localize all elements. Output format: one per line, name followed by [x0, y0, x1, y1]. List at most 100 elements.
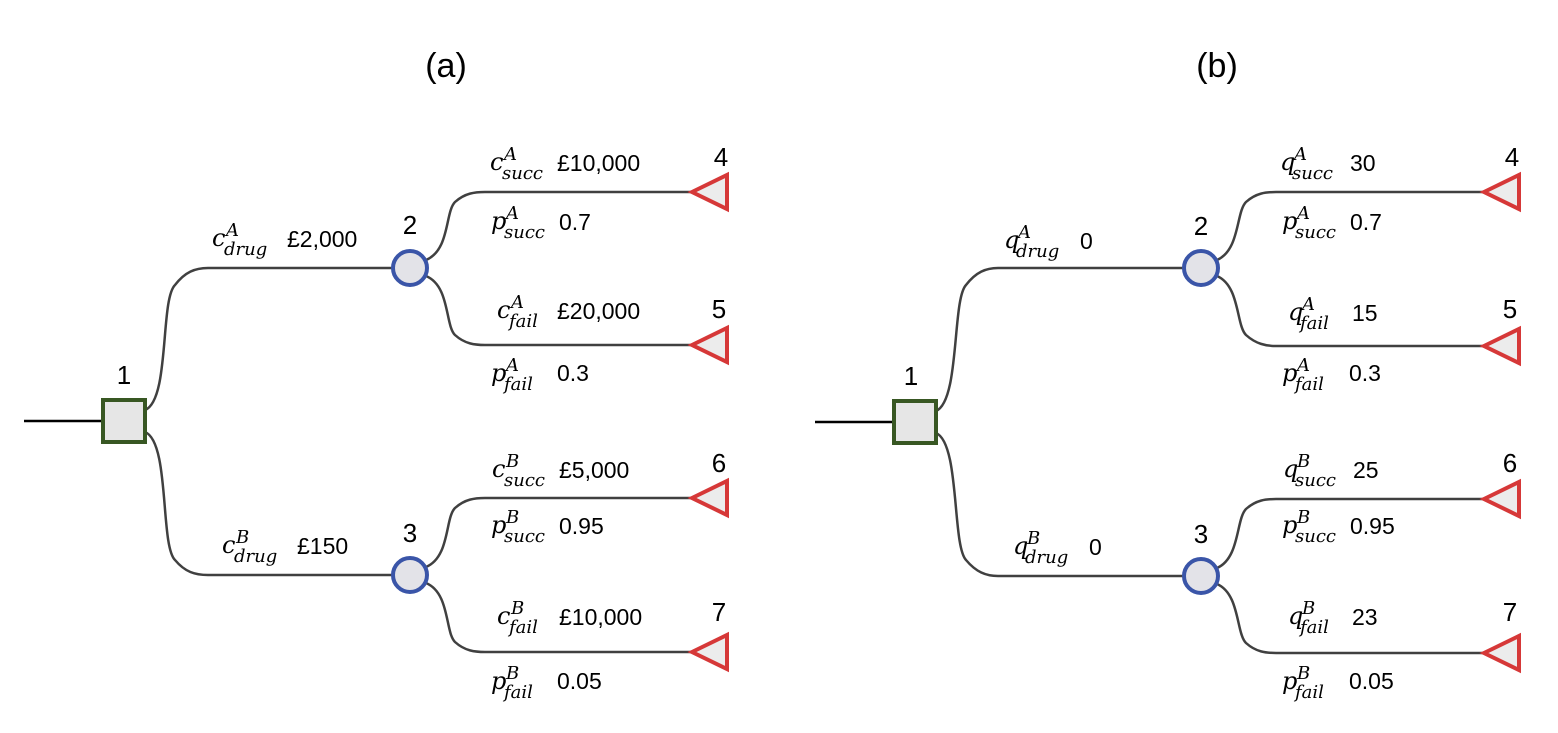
tree-b-outcome-a-succ-prob: p A succ 0.7: [1282, 203, 1382, 243]
tree-b-node-number: 6: [1503, 448, 1517, 478]
svg-text:c: c: [212, 224, 225, 252]
tree-a-outcome-a-succ-prob: p A succ 0.7: [491, 203, 591, 243]
svg-text:c: c: [497, 602, 510, 630]
svg-text:fail: fail: [502, 682, 533, 703]
svg-text:B: B: [1296, 451, 1310, 472]
svg-text:fail: fail: [1293, 374, 1324, 395]
svg-text:0: 0: [1089, 534, 1102, 560]
tree-a-edge-b-fail: [425, 581, 692, 654]
tree-a-outcome-b-succ-cost: c B succ £5,000: [492, 451, 629, 491]
svg-text:£20,000: £20,000: [557, 298, 640, 324]
svg-text:B: B: [235, 527, 249, 548]
tree-b-outcome-a-succ-qaly: q A succ 30: [1280, 144, 1376, 184]
svg-text:23: 23: [1352, 604, 1378, 630]
tree-a-drug-a-label: c A drug £2,000: [212, 220, 357, 260]
svg-text:£10,000: £10,000: [559, 604, 642, 630]
tree-b-outcome-b-succ-qaly: q B succ 25: [1283, 451, 1379, 491]
svg-text:drug: drug: [1016, 241, 1059, 262]
tree-b-outcome-b-succ-prob: p B succ 0.95: [1282, 507, 1395, 547]
tree-a-chance-node-2: [391, 249, 429, 287]
tree-a-outcome-a-succ-cost: c A succ £10,000: [490, 144, 640, 184]
svg-text:p: p: [1282, 207, 1297, 235]
tree-a-node-number: 4: [714, 142, 728, 172]
tree-b-drug-b-label: q B drug 0: [1013, 528, 1102, 568]
svg-text:B: B: [505, 507, 519, 528]
svg-text:25: 25: [1353, 457, 1379, 483]
tree-a-outcome-a-fail-prob: p A fail 0.3: [491, 355, 589, 395]
tree-b-outcome-b-fail-qaly: q B fail 23: [1288, 598, 1378, 638]
tree-a-node-number: 6: [712, 448, 726, 478]
tree-a-terminal-node-4: [687, 171, 729, 213]
tree-a-edge-drug-b: [144, 430, 392, 577]
svg-text:A: A: [1292, 144, 1307, 165]
svg-text:£2,000: £2,000: [287, 226, 357, 252]
svg-text:c: c: [492, 455, 505, 483]
tree-b-node-number: 1: [904, 361, 918, 391]
svg-text:succ: succ: [1295, 526, 1336, 547]
svg-text:succ: succ: [502, 163, 543, 184]
tree-b-chance-node-2: [1182, 249, 1220, 287]
svg-text:q: q: [1004, 226, 1019, 254]
svg-text:succ: succ: [504, 470, 545, 491]
svg-text:0.95: 0.95: [559, 513, 604, 539]
tree-b-terminal-node-6: [1479, 478, 1521, 520]
tree-a-outcome-a-fail-cost: c A fail £20,000: [497, 292, 640, 332]
tree-a-outcome-b-succ-prob: p B succ 0.95: [491, 507, 604, 547]
svg-text:B: B: [1301, 598, 1315, 619]
tree-a-terminal-node-5: [687, 324, 729, 366]
tree-b-outcome-a-fail-qaly: q A fail 15: [1288, 294, 1378, 334]
svg-text:p: p: [1282, 667, 1297, 695]
svg-text:B: B: [1296, 507, 1310, 528]
tree-a-edge-drug-a: [144, 266, 392, 412]
tree-a: (a) 1 2 3 4 5 6 7 c A drug £2,000: [24, 47, 729, 703]
tree-b-node-number: 4: [1505, 142, 1519, 172]
svg-text:B: B: [505, 451, 519, 472]
svg-text:drug: drug: [224, 239, 267, 260]
tree-b-decision-node: [892, 399, 938, 445]
svg-text:fail: fail: [1298, 313, 1329, 334]
svg-text:fail: fail: [1298, 617, 1329, 638]
svg-text:A: A: [1295, 203, 1310, 224]
tree-b-edge-a-succ: [1216, 190, 1484, 262]
tree-b-edge-b-succ: [1216, 497, 1484, 570]
tree-a-drug-b-label: c B drug £150: [222, 527, 348, 567]
tree-a-node-number: 5: [712, 294, 726, 324]
svg-text:q: q: [1283, 455, 1298, 483]
svg-text:A: A: [1295, 355, 1310, 376]
svg-text:p: p: [491, 207, 506, 235]
tree-b-terminal-node-5: [1479, 325, 1521, 367]
tree-b: (b) 1 2 3 4 5 6 7 q A drug 0 q: [815, 47, 1521, 703]
svg-text:B: B: [1026, 528, 1040, 549]
svg-text:fail: fail: [507, 617, 538, 638]
tree-b-edge-a-fail: [1216, 274, 1484, 348]
tree-b-edge-drug-b: [935, 431, 1184, 578]
tree-a-node-number: 1: [117, 360, 131, 390]
tree-b-drug-a-label: q A drug 0: [1004, 222, 1093, 262]
svg-text:fail: fail: [502, 374, 533, 395]
svg-text:30: 30: [1350, 150, 1376, 176]
svg-text:15: 15: [1352, 300, 1378, 326]
svg-text:A: A: [1300, 294, 1315, 315]
svg-text:drug: drug: [234, 546, 277, 567]
svg-text:drug: drug: [1025, 547, 1068, 568]
svg-text:fail: fail: [507, 311, 538, 332]
svg-text:q: q: [1288, 298, 1303, 326]
svg-text:£150: £150: [297, 533, 348, 559]
svg-text:fail: fail: [1293, 682, 1324, 703]
svg-text:B: B: [510, 598, 524, 619]
svg-text:c: c: [497, 296, 510, 324]
tree-a-node-number: 2: [403, 210, 417, 240]
tree-b-outcome-a-fail-prob: p A fail 0.3: [1282, 355, 1381, 395]
svg-text:succ: succ: [504, 222, 545, 243]
tree-a-title: (a): [425, 47, 467, 85]
tree-a-edge-b-succ: [425, 496, 692, 569]
svg-text:p: p: [1282, 359, 1297, 387]
svg-text:0.3: 0.3: [1349, 360, 1381, 386]
svg-text:p: p: [491, 511, 506, 539]
tree-b-title: (b): [1196, 47, 1238, 85]
svg-text:0.05: 0.05: [557, 668, 602, 694]
tree-b-outcome-b-fail-prob: p B fail 0.05: [1282, 663, 1394, 703]
svg-text:A: A: [502, 144, 517, 165]
svg-text:p: p: [491, 667, 506, 695]
